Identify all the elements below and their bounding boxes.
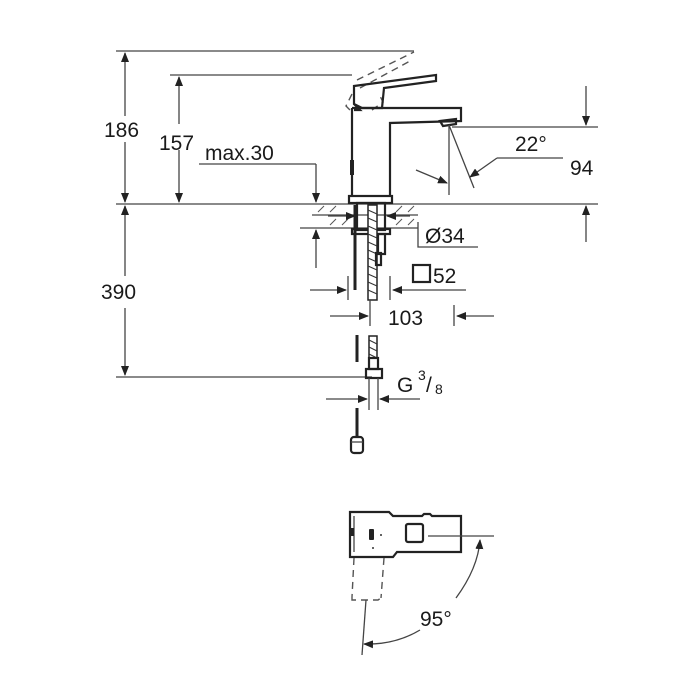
dim-max30-label: max.30 bbox=[205, 142, 274, 165]
square-icon bbox=[411, 263, 432, 284]
dim-390-label: 390 bbox=[101, 281, 136, 304]
thread-label: G 3 / 8 bbox=[397, 367, 443, 397]
mounting-shank bbox=[328, 201, 410, 301]
dim-52-label: 52 bbox=[433, 265, 456, 288]
dimension-390: 390 bbox=[101, 205, 136, 376]
rotation-95-label: 95° bbox=[420, 608, 452, 631]
thread-g-label: G bbox=[397, 374, 413, 397]
dim-186-label: 186 bbox=[104, 119, 139, 142]
faucet-body bbox=[345, 51, 463, 205]
thread-numerator: 3 bbox=[418, 367, 426, 383]
thread-denominator: 8 bbox=[435, 381, 443, 397]
thread-slash: / bbox=[426, 374, 432, 397]
deck-hatching bbox=[300, 205, 418, 229]
dim-157-label: 157 bbox=[159, 132, 194, 155]
dim-94-label: 94 bbox=[570, 157, 594, 180]
dimension-square-52: 52 bbox=[310, 263, 466, 300]
dim-103-label: 103 bbox=[388, 307, 423, 330]
dimension-diameter-34: Ø34 bbox=[417, 222, 478, 248]
dimension-157: 157 bbox=[159, 76, 194, 203]
top-view: 95° bbox=[348, 510, 494, 656]
dimension-max30: max.30 bbox=[199, 142, 320, 203]
dimension-186: 186 bbox=[104, 52, 139, 203]
supply-hose bbox=[326, 335, 420, 455]
dimension-94-angle: 22° 94 bbox=[415, 86, 594, 242]
dim-angle-22-label: 22° bbox=[515, 133, 547, 156]
dim-diameter-label: Ø34 bbox=[425, 225, 465, 248]
dimension-103: 103 bbox=[330, 300, 494, 330]
